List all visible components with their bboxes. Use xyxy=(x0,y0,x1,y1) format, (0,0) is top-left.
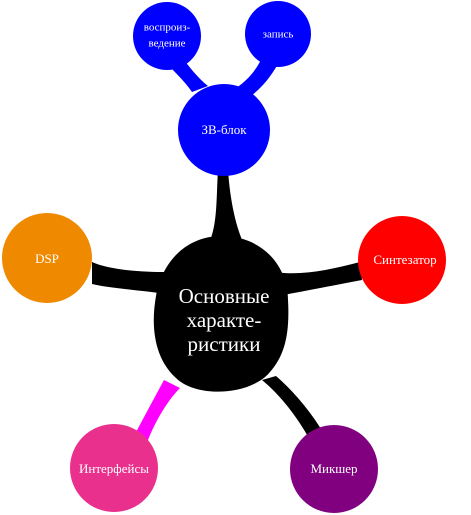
node-playback: воспроиз- ведение xyxy=(133,2,201,70)
node-zv-block-label: ЗВ-блок xyxy=(201,122,247,137)
node-interfaces-shape xyxy=(70,424,158,512)
node-dsp: DSP xyxy=(2,213,92,303)
node-interfaces: Интерфейсы xyxy=(70,424,158,512)
node-synthesizer-shape xyxy=(358,216,446,304)
center-label-line-2: характе- xyxy=(187,308,262,332)
connector-center-zv-block xyxy=(206,170,246,248)
center-label-line-1: Основные xyxy=(179,284,270,308)
node-synthesizer: Синтезатор xyxy=(358,216,446,304)
center-node-shape xyxy=(153,236,289,392)
connector-zv-block-recording xyxy=(236,58,278,98)
node-dsp-shape xyxy=(2,213,92,303)
connector-center-synthesizer xyxy=(276,262,362,296)
connector-center-mixer xyxy=(262,376,324,440)
node-zv-block-shape xyxy=(178,84,270,176)
node-playback-label-line-1: воспроиз- xyxy=(144,22,191,34)
node-dsp-label: DSP xyxy=(35,251,59,266)
center-node: Основные характе- ристики xyxy=(153,236,289,392)
node-playback-shape xyxy=(133,2,201,70)
node-playback-label-line-2: ведение xyxy=(148,38,185,50)
node-recording: запись xyxy=(245,1,311,67)
node-mixer-label: Микшер xyxy=(310,461,357,476)
center-label-line-3: ристики xyxy=(188,332,261,356)
node-interfaces-label: Интерфейсы xyxy=(79,461,149,476)
connector-center-dsp xyxy=(92,262,168,294)
node-recording-label: запись xyxy=(263,29,294,41)
node-mixer-shape xyxy=(290,425,378,513)
node-recording-shape xyxy=(245,1,311,67)
node-mixer: Микшер xyxy=(290,425,378,513)
node-synthesizer-label: Синтезатор xyxy=(373,252,436,267)
node-zv-block: ЗВ-блок xyxy=(178,84,270,176)
connector-center-interfaces xyxy=(134,380,180,440)
